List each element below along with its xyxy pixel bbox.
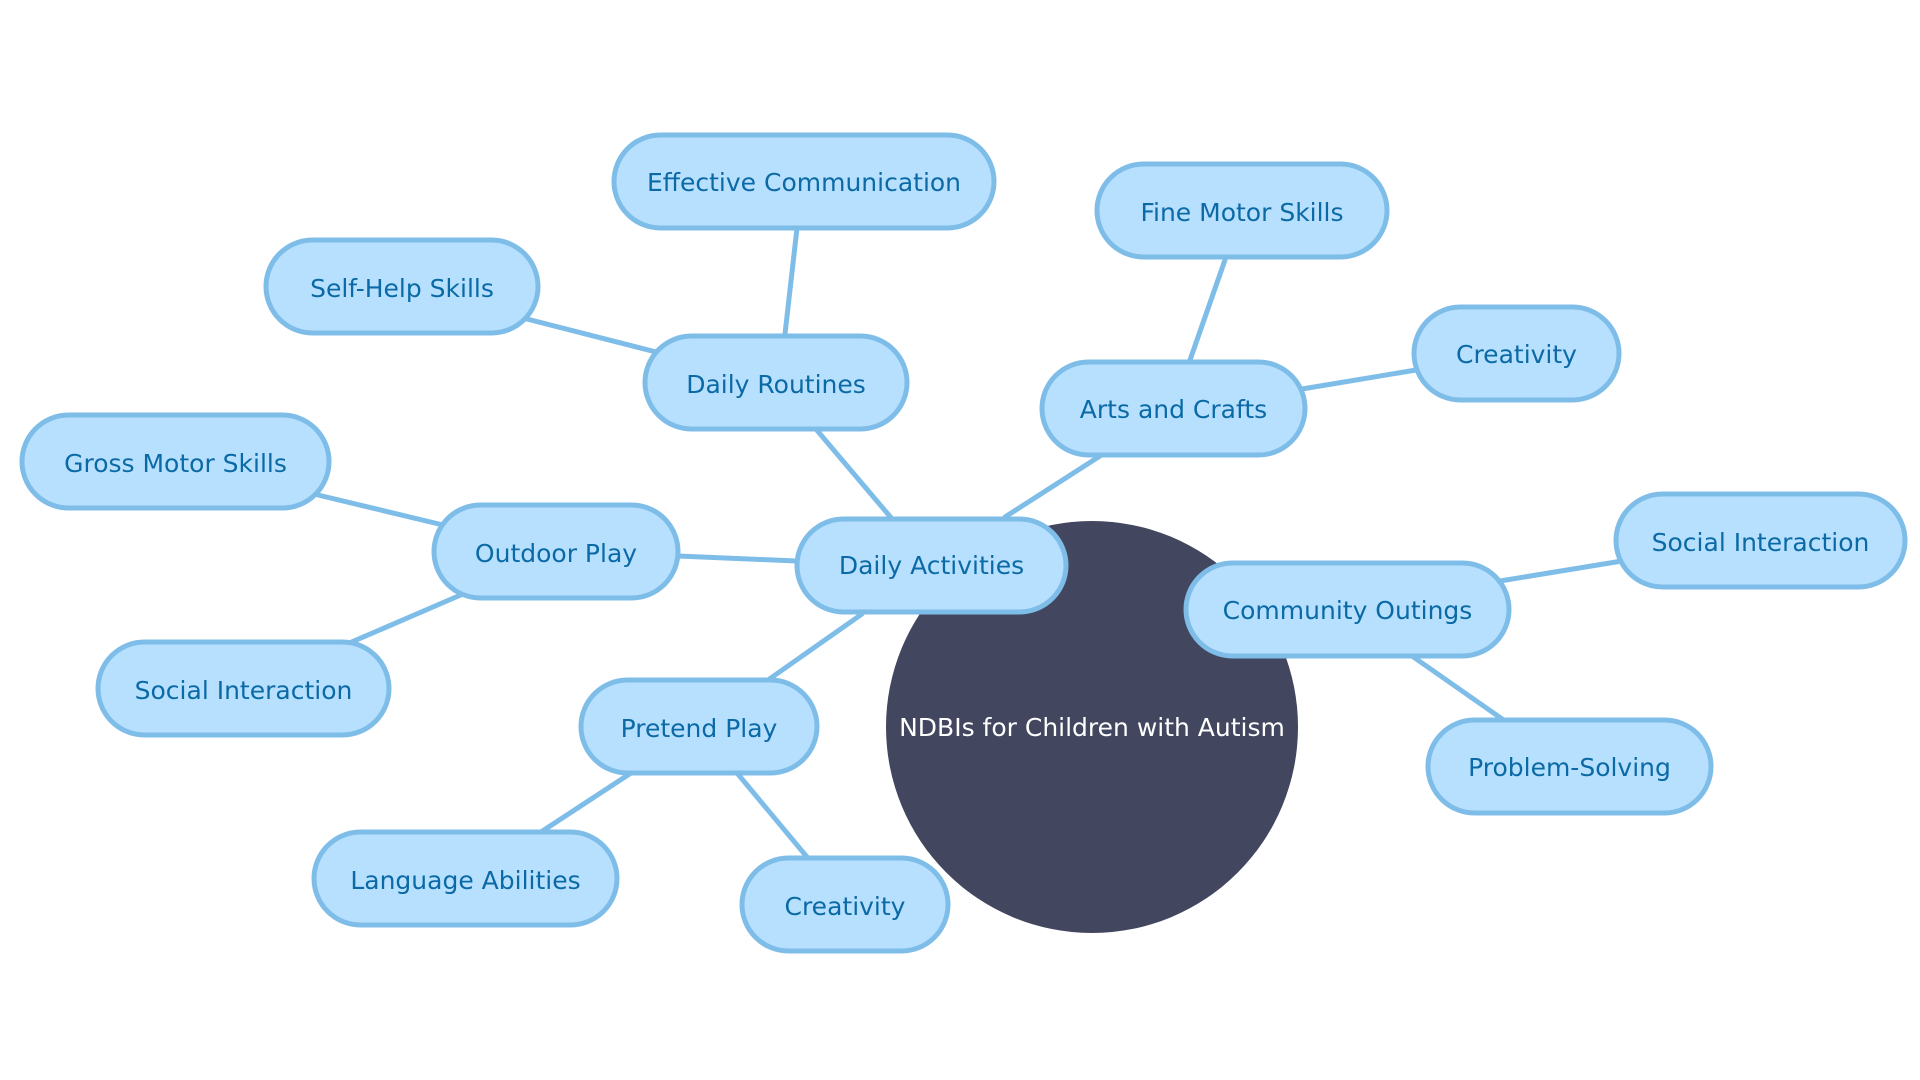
node-community-outings[interactable]: Community Outings xyxy=(1183,560,1512,659)
edge-community-outings-social-interaction xyxy=(1497,558,1625,584)
edge-arts-and-crafts-creativity xyxy=(1299,367,1419,392)
edge-pretend-play-language-abilities xyxy=(538,770,634,835)
node-creativity-arts[interactable]: Creativity xyxy=(1411,304,1622,403)
node-daily-routines[interactable]: Daily Routines xyxy=(642,333,910,432)
node-language-abilities-label: Language Abilities xyxy=(350,866,580,895)
node-community-outings-label: Community Outings xyxy=(1223,596,1473,625)
node-social-interaction-outdoor[interactable]: Social Interaction xyxy=(95,639,392,738)
node-self-help-skills[interactable]: Self-Help Skills xyxy=(263,237,541,336)
node-creativity-pretend-label: Creativity xyxy=(785,892,906,921)
node-daily-routines-label: Daily Routines xyxy=(686,370,866,399)
node-arts-and-crafts-label: Arts and Crafts xyxy=(1080,395,1267,424)
node-effective-communication-label: Effective Communication xyxy=(647,168,961,197)
node-daily-activities-label: Daily Activities xyxy=(839,551,1024,580)
node-creativity-arts-label: Creativity xyxy=(1456,340,1577,369)
node-language-abilities[interactable]: Language Abilities xyxy=(311,829,620,928)
edge-arts-and-crafts-fine-motor-skills xyxy=(1187,257,1228,363)
edge-outdoor-play-social-interaction xyxy=(344,591,466,647)
edge-daily-routines-effective-communication xyxy=(782,225,800,337)
node-pretend-play[interactable]: Pretend Play xyxy=(578,677,820,776)
node-effective-communication[interactable]: Effective Communication xyxy=(611,132,997,231)
node-outdoor-play[interactable]: Outdoor Play xyxy=(431,502,681,601)
node-creativity-pretend[interactable]: Creativity xyxy=(739,855,951,954)
node-social-interaction-community-label: Social Interaction xyxy=(1652,528,1870,557)
edge-hub-pretend-play xyxy=(765,611,865,683)
node-fine-motor-skills[interactable]: Fine Motor Skills xyxy=(1094,161,1390,260)
edge-hub-arts-and-crafts xyxy=(1002,453,1103,520)
node-self-help-skills-label: Self-Help Skills xyxy=(310,274,494,303)
node-outdoor-play-label: Outdoor Play xyxy=(475,539,637,568)
nodes: Daily Activities Daily Routines Effectiv… xyxy=(19,132,1908,954)
node-fine-motor-skills-label: Fine Motor Skills xyxy=(1140,198,1343,227)
node-arts-and-crafts[interactable]: Arts and Crafts xyxy=(1039,359,1308,458)
node-social-interaction-community[interactable]: Social Interaction xyxy=(1613,491,1908,590)
node-gross-motor-skills-label: Gross Motor Skills xyxy=(64,449,287,478)
node-gross-motor-skills[interactable]: Gross Motor Skills xyxy=(19,412,332,511)
edge-hub-daily-routines xyxy=(812,425,896,523)
node-pretend-play-label: Pretend Play xyxy=(621,714,778,743)
edge-pretend-play-creativity xyxy=(734,770,810,860)
edge-daily-routines-self-help-skills xyxy=(520,315,663,356)
edge-community-outings-problem-solving xyxy=(1409,653,1508,724)
node-daily-activities[interactable]: Daily Activities xyxy=(794,516,1069,615)
node-problem-solving[interactable]: Problem-Solving xyxy=(1425,717,1714,816)
edge-hub-outdoor-play xyxy=(675,553,800,564)
edge-outdoor-play-gross-motor-skills xyxy=(315,492,446,528)
root-label: NDBIs for Children with Autism xyxy=(899,713,1285,742)
node-social-interaction-outdoor-label: Social Interaction xyxy=(135,676,353,705)
node-problem-solving-label: Problem-Solving xyxy=(1468,753,1671,782)
